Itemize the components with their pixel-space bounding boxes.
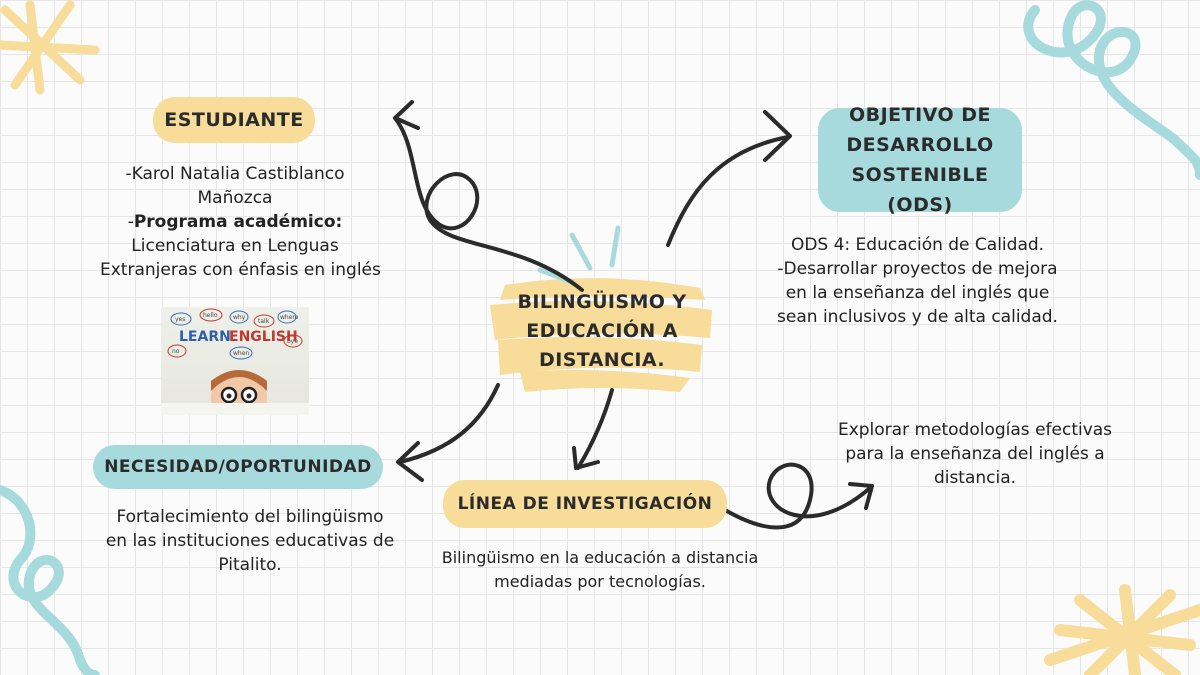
ods-text: ODS 4: Educación de Calidad. -Desarrolla…: [745, 233, 1090, 329]
explore-text-line: Explorar metodologías efectivas: [837, 420, 1113, 440]
speech-bubble: hello: [203, 312, 218, 319]
center-title: BILINGÜISMO Y EDUCACIÓN A DISTANCIA.: [512, 288, 692, 375]
arrowhead-need-icon: [396, 441, 424, 482]
need-text-line: en las instituciones educativas de: [105, 531, 395, 551]
arrow-to-research: [576, 388, 614, 470]
accent-strokes-icon: [537, 225, 621, 285]
program-name-cont: Extranjeras con énfasis en inglés: [100, 260, 381, 280]
speech-bubble: yes: [175, 316, 185, 323]
speech-bubble: bye: [287, 338, 298, 345]
program-prefix: -: [127, 212, 134, 232]
center-title-line: DISTANCIA.: [539, 349, 665, 371]
learn-english-photo: yes hello why talk where no when bye LEA…: [161, 307, 309, 415]
center-title-line: BILINGÜISMO Y: [517, 291, 687, 313]
arrowhead-research-icon: [572, 446, 600, 470]
center-title-line: EDUCACIÓN A: [526, 320, 678, 342]
teal-squiggle-icon: [0, 485, 100, 675]
ods-heading-line: DESARROLLO: [846, 134, 994, 156]
ods-heading-line: OBJETIVO DE: [848, 104, 992, 126]
arrowhead-student-icon: [393, 100, 420, 130]
learn-word: LEARN: [179, 329, 231, 345]
explore-text-line: para la enseñanza del inglés a: [845, 444, 1105, 464]
yellow-starburst-icon: [1044, 584, 1200, 675]
need-heading: NECESIDAD/OPORTUNIDAD: [93, 445, 383, 489]
need-text-line: Fortalecimiento del bilingüismo: [116, 507, 384, 527]
need-text-line: Pitalito.: [218, 555, 282, 575]
program-name: Licenciatura en Lenguas: [131, 236, 339, 256]
speech-bubble: when: [233, 350, 249, 357]
speech-bubble: no: [172, 348, 180, 355]
student-info: -Karol Natalia Castiblanco Mañozca -Prog…: [100, 162, 381, 282]
ods-heading-line: SOSTENIBLE (ODS): [851, 164, 989, 216]
research-heading: LÍNEA DE INVESTIGACIÓN: [443, 480, 727, 528]
arrowhead-ods-icon: [763, 110, 792, 162]
student-heading: ESTUDIANTE: [153, 97, 315, 143]
arrow-to-need: [398, 383, 500, 464]
learn-english-illustration: yes hello why talk where no when bye LEA…: [161, 308, 309, 415]
research-text: Bilingüismo en la educación a distancia …: [410, 546, 790, 594]
arrow-to-ods: [666, 135, 790, 247]
need-text: Fortalecimiento del bilingüismo en las i…: [90, 505, 410, 577]
teal-squiggle-icon: [1023, 0, 1200, 180]
speech-bubble: talk: [258, 318, 270, 325]
english-word: ENGLISH: [229, 329, 298, 345]
ods-text-line: -Desarrollar proyectos de mejora: [777, 259, 1058, 279]
arrow-to-student: [393, 116, 584, 292]
research-text-line: mediadas por tecnologías.: [494, 572, 706, 591]
student-name: -Karol Natalia Castiblanco: [125, 164, 345, 184]
ods-heading: OBJETIVO DE DESARROLLO SOSTENIBLE (ODS): [818, 104, 1022, 216]
explore-text-line: distancia.: [933, 468, 1017, 488]
ods-text-line: sean inclusivos y de alta calidad.: [777, 307, 1058, 327]
speech-bubble: where: [280, 314, 299, 321]
student-surname: Mañozca: [197, 188, 273, 208]
ods-text-line: ODS 4: Educación de Calidad.: [790, 235, 1045, 255]
yellow-starburst-icon: [0, 0, 100, 95]
speech-bubble: why: [233, 314, 246, 321]
research-text-line: Bilingüismo en la educación a distancia: [441, 548, 759, 567]
program-label: Programa académico:: [133, 212, 343, 232]
program-row: -Programa académico:: [100, 210, 370, 234]
explore-text: Explorar metodologías efectivas para la …: [805, 418, 1145, 490]
ods-text-line: en la enseñanza del inglés que: [785, 283, 1050, 303]
